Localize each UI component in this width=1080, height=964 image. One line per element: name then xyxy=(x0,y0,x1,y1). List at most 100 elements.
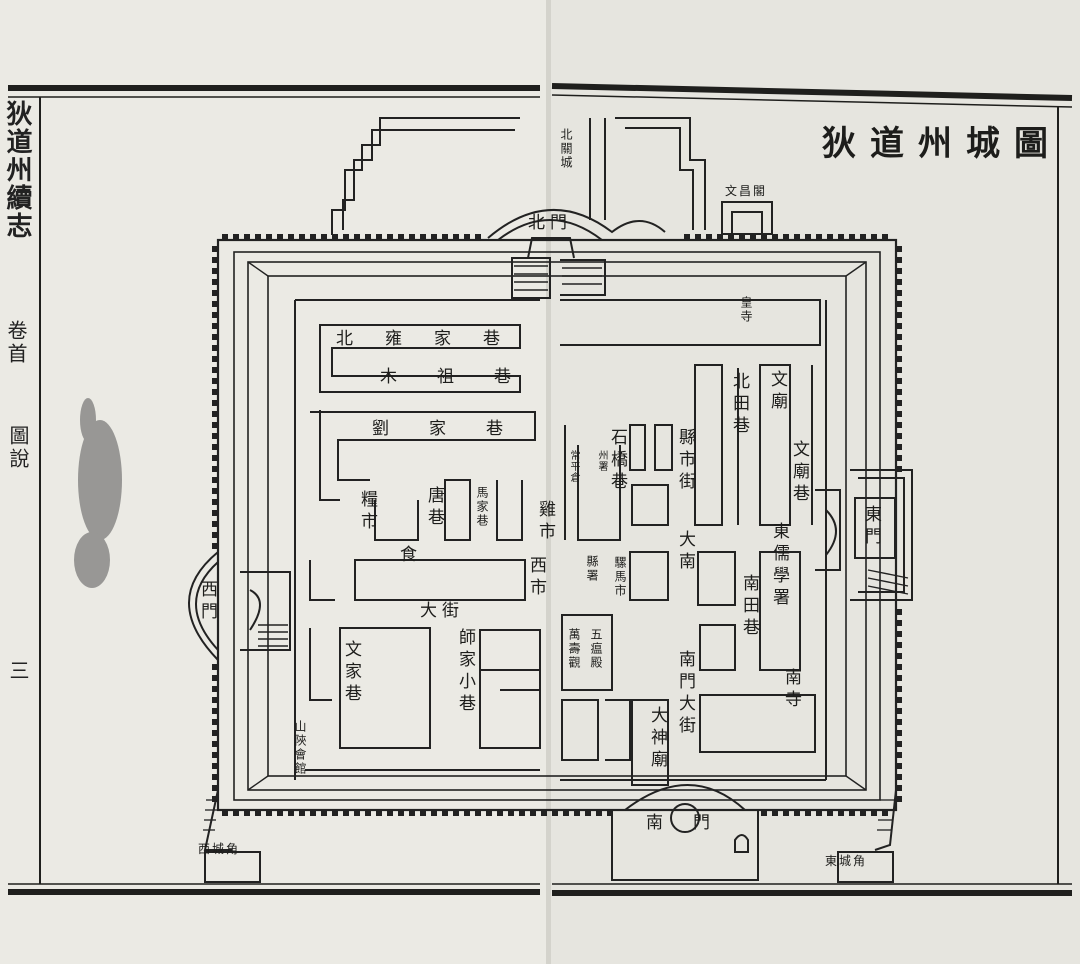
crenel xyxy=(244,234,250,240)
crenel xyxy=(212,686,218,692)
east-corner-label: 東城角 xyxy=(825,854,868,868)
crenel xyxy=(212,455,218,461)
food-market-label: 食 xyxy=(400,545,422,565)
crenel xyxy=(409,810,415,816)
crenel xyxy=(354,810,360,816)
crenel xyxy=(607,810,613,816)
wen-lane-label: 文家巷 xyxy=(341,640,361,706)
crenel xyxy=(212,719,218,725)
crenel xyxy=(794,234,800,240)
south-gate xyxy=(611,784,759,881)
crenel xyxy=(896,455,902,461)
crenel xyxy=(409,234,415,240)
crenel xyxy=(212,433,218,439)
east-gate-steps xyxy=(867,569,909,595)
page-number: 三 xyxy=(6,660,30,683)
north-gate xyxy=(487,208,666,299)
crenel xyxy=(212,345,218,351)
crenel xyxy=(761,234,767,240)
crenel xyxy=(896,411,902,417)
crenel xyxy=(896,609,902,615)
crenel xyxy=(739,234,745,240)
crenel xyxy=(212,279,218,285)
crenel xyxy=(574,810,580,816)
wuwen-label: 五瘟殿 xyxy=(589,628,603,670)
crenel xyxy=(277,234,283,240)
crenel xyxy=(717,234,723,240)
dashen-temple-label: 大神廟 xyxy=(647,706,667,772)
crenel xyxy=(431,810,437,816)
east-gate xyxy=(815,469,913,601)
crenel xyxy=(255,810,261,816)
crenel xyxy=(212,301,218,307)
north-gate-steps xyxy=(514,265,602,291)
crenel xyxy=(420,234,426,240)
crenel xyxy=(896,246,902,252)
crenel xyxy=(563,810,569,816)
chicken-lane-label: 雞市 xyxy=(535,500,555,544)
crenel xyxy=(212,312,218,318)
crenel xyxy=(896,367,902,373)
west-market-label: 西市 xyxy=(526,556,546,600)
crenel xyxy=(212,257,218,263)
book-gutter xyxy=(546,0,551,964)
beitian-lane-label: 北田巷 xyxy=(729,372,749,438)
corner-bastions xyxy=(203,789,897,883)
crenel xyxy=(212,785,218,791)
zhou-office-label: 州署 xyxy=(596,450,607,472)
crenel xyxy=(212,543,218,549)
crenel xyxy=(212,796,218,802)
crenel xyxy=(882,234,888,240)
crenel xyxy=(266,234,272,240)
crenel xyxy=(896,774,902,780)
south-gate-label: 南門 xyxy=(646,813,740,833)
west-street-label: 大街 xyxy=(420,601,464,621)
crenel xyxy=(212,268,218,274)
wenchang-tower xyxy=(721,201,773,235)
crenel xyxy=(212,389,218,395)
crenel xyxy=(706,234,712,240)
hu-temple-label: 皇寺 xyxy=(739,296,753,324)
shiqiao-lane-label: 石橋巷 xyxy=(607,428,627,494)
crenel xyxy=(233,810,239,816)
crenel xyxy=(212,741,218,747)
crenel xyxy=(212,400,218,406)
crenel xyxy=(212,697,218,703)
crenel xyxy=(816,234,822,240)
crenel xyxy=(387,234,393,240)
great-south-label: 大南 xyxy=(675,530,695,574)
crenel xyxy=(212,499,218,505)
crenel xyxy=(849,234,855,240)
crenel xyxy=(212,675,218,681)
crenel xyxy=(896,697,902,703)
crenel xyxy=(222,810,228,816)
crenel xyxy=(343,234,349,240)
crenel xyxy=(596,810,602,816)
crenel xyxy=(255,234,261,240)
crenel xyxy=(783,810,789,816)
crenel xyxy=(222,234,228,240)
crenel xyxy=(212,444,218,450)
east-gate-label: 東門 xyxy=(861,505,881,549)
crenel xyxy=(464,810,470,816)
map-title: 狄道州城圖 xyxy=(822,124,1062,164)
crenel xyxy=(896,719,902,725)
crenel xyxy=(244,810,250,816)
crenel xyxy=(896,257,902,263)
county-street-label: 縣市街 xyxy=(675,428,695,494)
crenel xyxy=(896,653,902,659)
nantian-lane-label: 南田巷 xyxy=(739,574,759,640)
crenel xyxy=(882,810,888,816)
crenel xyxy=(376,810,382,816)
confucian-temple-label: 文廟 xyxy=(767,370,787,414)
crenel xyxy=(838,810,844,816)
crenel xyxy=(332,810,338,816)
crenel xyxy=(321,810,327,816)
liu-lane-label: 劉家巷 xyxy=(372,419,543,439)
crenel xyxy=(585,810,591,816)
crenel xyxy=(212,422,218,428)
crenel xyxy=(365,810,371,816)
crenel xyxy=(453,810,459,816)
crenel xyxy=(420,810,426,816)
crenel xyxy=(541,810,547,816)
